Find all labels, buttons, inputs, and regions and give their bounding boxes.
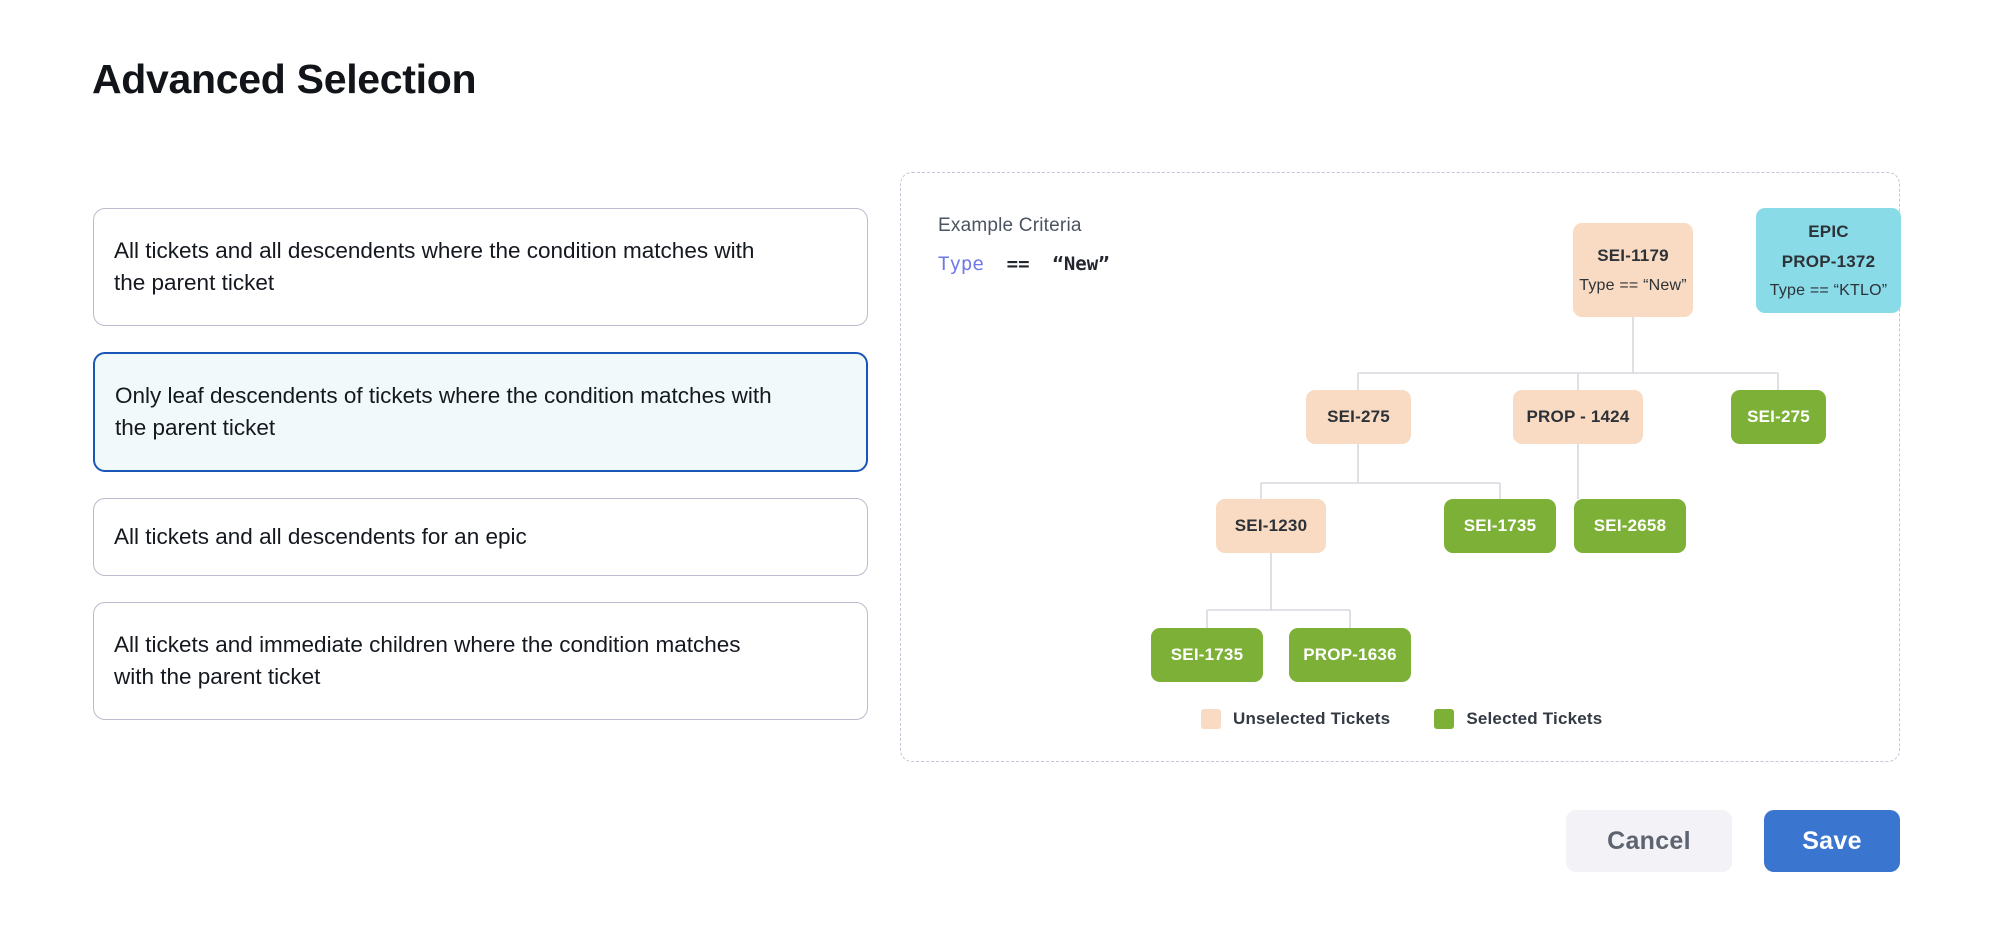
ticket-node-sei2658[interactable]: SEI-2658 bbox=[1574, 499, 1686, 553]
legend-label: Unselected Tickets bbox=[1233, 709, 1391, 728]
selection-option-label: All tickets and all descendents for an e… bbox=[114, 523, 527, 549]
selection-option-label: Only leaf descendents of tickets where t… bbox=[115, 382, 772, 440]
ticket-node-line2: Type == “New” bbox=[1579, 276, 1687, 294]
criteria-operator-value: == “New” bbox=[983, 253, 1110, 275]
diagram-legend: Unselected Tickets Selected Tickets bbox=[1201, 709, 1602, 729]
selection-options-list: All tickets and all descendents where th… bbox=[93, 208, 868, 746]
ticket-node-line1: SEI-275 bbox=[1327, 407, 1390, 426]
legend-swatch bbox=[1201, 709, 1221, 729]
selection-option-3[interactable]: All tickets and immediate children where… bbox=[93, 601, 868, 720]
ticket-node-line1: SEI-1735 bbox=[1170, 645, 1244, 664]
ticket-node-line1: SEI-1230 bbox=[1234, 516, 1308, 535]
criteria-key: Type bbox=[938, 253, 984, 275]
ticket-node-line1: SEI-1735 bbox=[1463, 516, 1537, 535]
save-button[interactable]: Save bbox=[1764, 810, 1900, 872]
criteria-expression: Type == “New” bbox=[938, 253, 1110, 275]
criteria-label: Example Criteria bbox=[938, 215, 1082, 236]
ticket-node-ln: Type == “KTLO” bbox=[1769, 281, 1888, 299]
ticket-node-sei275b[interactable]: SEI-275 bbox=[1731, 390, 1826, 444]
page-title: Advanced Selection bbox=[92, 56, 477, 102]
ticket-node-line1: PROP - 1424 bbox=[1526, 407, 1630, 426]
selection-option-0[interactable]: All tickets and all descendents where th… bbox=[93, 208, 868, 326]
ticket-node-sei1735a[interactable]: SEI-1735 bbox=[1444, 499, 1556, 553]
example-diagram-panel: Example Criteria Type == “New” bbox=[900, 172, 1901, 762]
ticket-node-line1: SEI-2658 bbox=[1593, 516, 1667, 535]
ticket-node-line1: SEI-1179 bbox=[1597, 245, 1669, 265]
ticket-node-sei275a[interactable]: SEI-275 bbox=[1306, 390, 1411, 444]
ticket-node-ln: PROP-1372 bbox=[1781, 251, 1876, 271]
ticket-node-prop1424[interactable]: PROP - 1424 bbox=[1513, 390, 1643, 444]
dialog-footer: Cancel Save bbox=[1566, 810, 1900, 872]
legend-swatch bbox=[1434, 709, 1455, 729]
selection-option-2[interactable]: All tickets and all descendents for an e… bbox=[93, 497, 868, 576]
selection-option-1[interactable]: Only leaf descendents of tickets where t… bbox=[93, 351, 868, 472]
ticket-node-sei1735b[interactable]: SEI-1735 bbox=[1151, 628, 1263, 682]
tree-connectors bbox=[1206, 317, 1779, 628]
legend-label: Selected Tickets bbox=[1466, 709, 1603, 728]
ticket-node-sei1230[interactable]: SEI-1230 bbox=[1216, 499, 1326, 553]
ticket-node-prop1636[interactable]: PROP-1636 bbox=[1289, 628, 1411, 682]
legend-item-1: Selected Tickets bbox=[1434, 709, 1602, 729]
ticket-node-ln: EPIC bbox=[1808, 221, 1849, 241]
legend-item-0: Unselected Tickets bbox=[1201, 709, 1390, 729]
cancel-button[interactable]: Cancel bbox=[1566, 810, 1732, 872]
ticket-node-line1: PROP-1636 bbox=[1303, 645, 1397, 664]
selection-option-label: All tickets and immediate children where… bbox=[114, 631, 741, 689]
selection-option-label: All tickets and all descendents where th… bbox=[114, 238, 755, 295]
ticket-node-line1: SEI-275 bbox=[1747, 407, 1810, 426]
